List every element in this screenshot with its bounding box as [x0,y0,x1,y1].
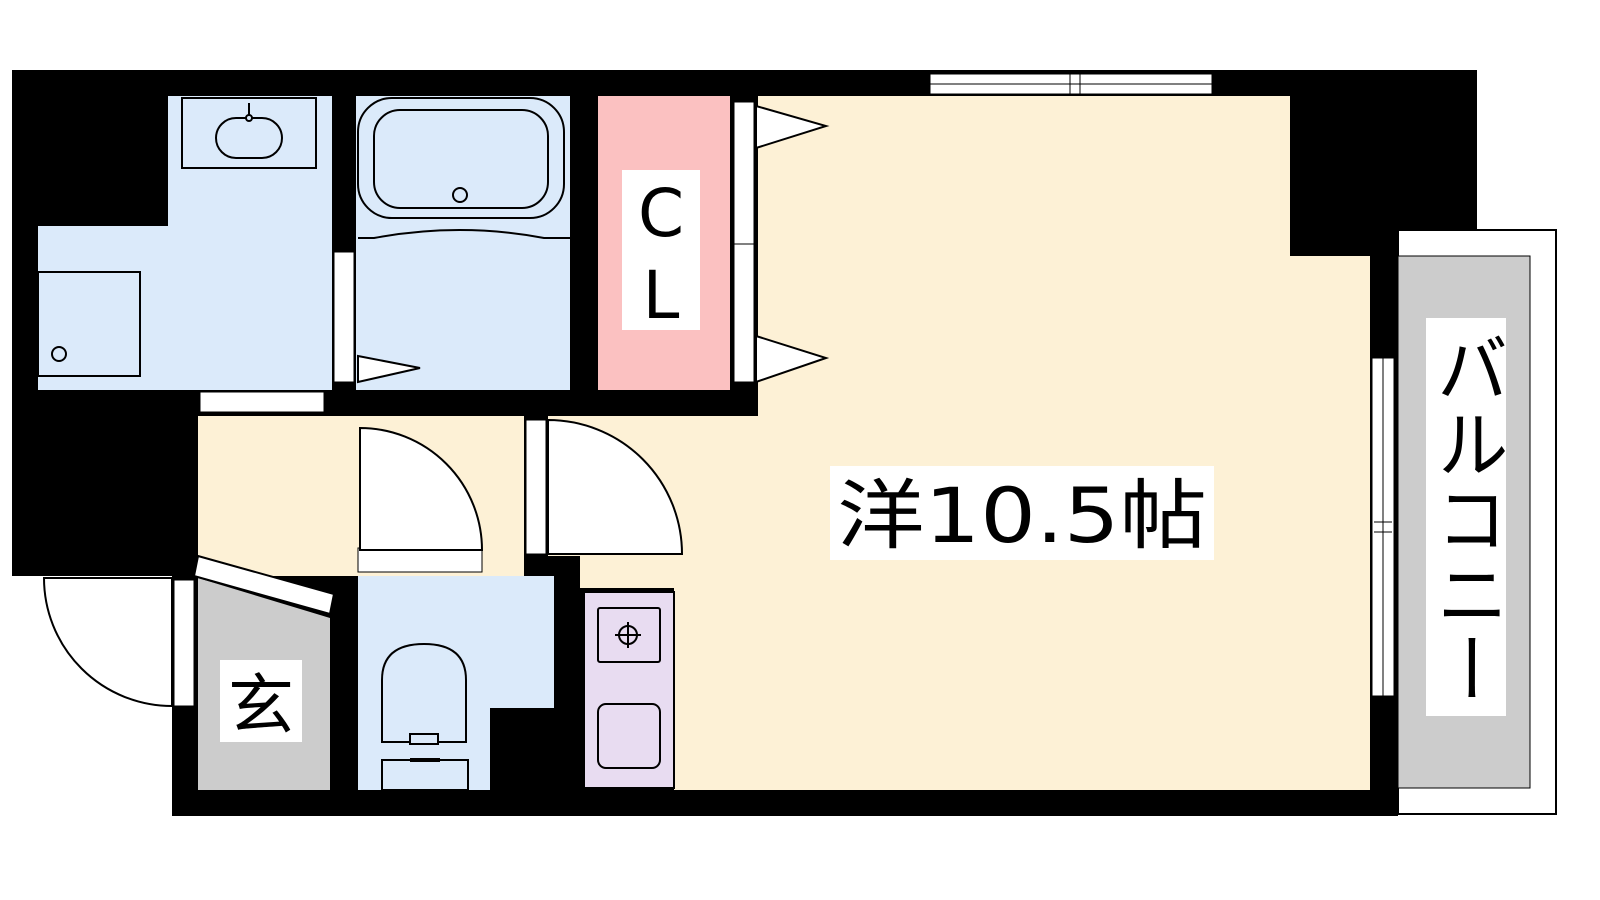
closet-label-bg [622,170,700,330]
bathroom-door-frame [333,251,355,383]
closet-door-frame-lower [733,243,755,383]
corridor-door-arc [359,426,484,551]
western-room-floor [548,96,1370,790]
western-room-label: 洋10.5帖 [837,471,1207,560]
balcony-label: バルコニー [1424,330,1508,706]
bathtub-drain [452,187,468,203]
front-door-arc [42,577,173,708]
bathtub-apron [358,229,570,239]
toilet-bowl [381,642,467,743]
washbasin-drain [245,114,253,122]
closet-door-frame-upper [733,101,755,245]
washing-machine-space [37,271,141,377]
balcony-label-bg [1426,318,1506,716]
front-door-frame [173,579,195,707]
corridor-door-slab [357,547,483,573]
washbasin-bowl [215,117,283,159]
washroom-opening [199,391,325,413]
closet-door-leaf-lower [755,334,830,384]
room-door-frame [525,419,547,555]
toilet-seat-hinge [409,733,439,745]
bathroom-door-leaf [357,354,421,384]
entrance-label: 玄 [228,667,294,744]
bathtub-inner [373,109,549,209]
sink [597,703,661,769]
room-door-arc [547,418,684,555]
closet-label-l: L [643,257,680,334]
closet-door-leaf-upper [755,104,830,150]
washing-machine-drain [51,346,67,362]
entrance-step-board [192,554,336,616]
closet-label-c: C [638,175,684,252]
western-room-label-bg [830,466,1214,560]
entrance-label-bg [220,660,302,742]
toilet-tank [381,759,469,791]
